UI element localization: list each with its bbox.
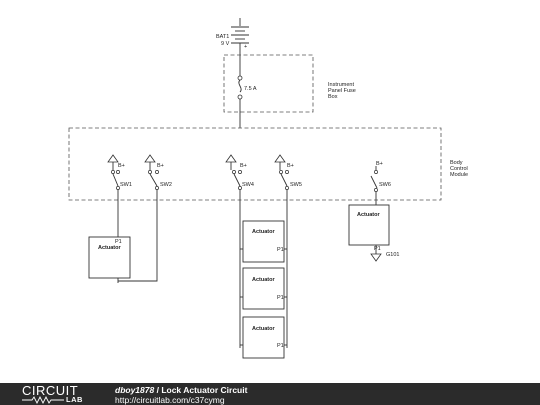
footer-bar: CIRCUIT LAB dboy1878 / Lock Actuator Cir…: [0, 383, 540, 405]
body-control-module-outline: [68, 127, 442, 201]
sw2-supply-label: B+: [157, 163, 164, 169]
circuit-name[interactable]: Lock Actuator Circuit: [161, 385, 248, 395]
module-label-line3: Module: [450, 172, 468, 178]
circuit-url-link[interactable]: http://circuitlab.com/c37cymg: [115, 395, 225, 405]
switch-sw4: [225, 154, 242, 190]
ground-symbol: [370, 253, 382, 262]
title-separator: /: [154, 385, 162, 395]
sw4-label: SW4: [242, 182, 254, 188]
sw1-supply-label: B+: [118, 163, 125, 169]
switch-sw5: [274, 154, 289, 190]
logo-resistor-icon: [22, 396, 64, 404]
svg-text:+: +: [244, 44, 247, 50]
actuator-center-1-box: [242, 220, 285, 263]
ground-label: G101: [386, 252, 399, 258]
circuit-title: dboy1878 / Lock Actuator Circuit: [115, 385, 247, 395]
fuse-box-label-line3: Box: [328, 94, 338, 100]
actuator-center-1-pin: P1: [277, 247, 284, 253]
switch-sw6: [370, 166, 378, 192]
switch-sw1: [107, 154, 120, 190]
sw2-label: SW2: [160, 182, 172, 188]
sw6-supply-label: B+: [376, 161, 383, 167]
fuse-box-label-line2: Panel Fuse: [328, 88, 356, 94]
actuator-right-pin: P1: [374, 246, 381, 252]
module-label-line2: Control: [450, 166, 468, 172]
actuator-left-label: Actuator: [98, 245, 121, 251]
fuse-box-label-line1: Instrument: [328, 82, 354, 88]
sw5-label: SW5: [290, 182, 302, 188]
sw4-supply-label: B+: [240, 163, 247, 169]
fuse-box-outline: [223, 54, 314, 113]
sw2-return-wire: [118, 190, 158, 282]
actuator-left-box: [88, 236, 131, 279]
actuator-center-3-box: [242, 316, 285, 359]
actuator-right-box: [348, 204, 390, 246]
author-name[interactable]: dboy1878: [115, 385, 155, 395]
actuator-left-pin: P1: [115, 239, 122, 245]
battery-ref-label: BAT1: [216, 34, 229, 40]
circuitlab-logo[interactable]: CIRCUIT LAB: [22, 384, 94, 404]
fuse-rating-label: 7.5 A: [244, 86, 257, 92]
actuator-center-1-label: Actuator: [252, 229, 275, 235]
actuator-center-3-pin: P1: [277, 343, 284, 349]
actuator-right-label: Actuator: [357, 212, 380, 218]
logo-text-bottom: LAB: [66, 395, 83, 404]
sw6-label: SW6: [379, 182, 391, 188]
sw5-supply-label: B+: [287, 163, 294, 169]
battery-value-label: 9 V: [221, 41, 230, 47]
actuator-center-3-label: Actuator: [252, 326, 275, 332]
fuse-symbol: [237, 75, 243, 100]
actuator-center-2-label: Actuator: [252, 277, 275, 283]
module-label-line1: Body: [450, 160, 463, 166]
logo-text-top: CIRCUIT: [22, 383, 79, 398]
actuator-center-2-pin: P1: [277, 295, 284, 301]
switch-sw2: [144, 154, 159, 190]
sw1-label: SW1: [120, 182, 132, 188]
actuator-center-2-box: [242, 267, 285, 310]
schematic-canvas: + BAT1 9 V Instrument Panel Fuse Box 7.5…: [68, 18, 468, 359]
